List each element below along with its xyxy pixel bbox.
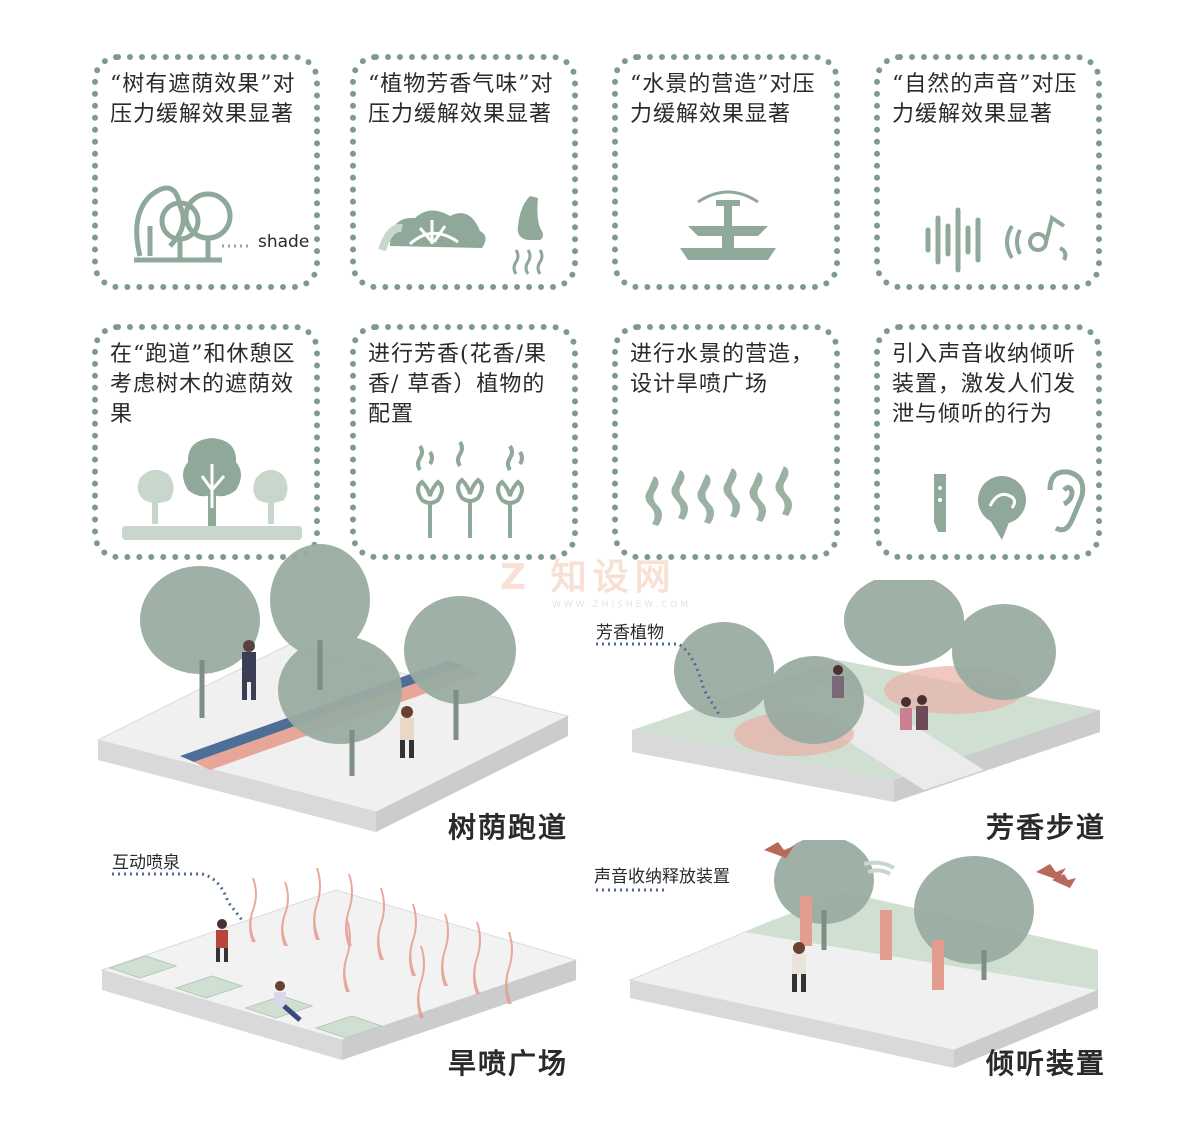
scene-title-fragrance-path: 芳香步道	[986, 811, 1107, 844]
card-tree-shade: “树有遮荫效果”对压力缓解效果显著 shade	[92, 54, 320, 290]
scene-dry-fountain	[100, 868, 578, 1060]
scene-shade-track	[96, 544, 570, 832]
callout-leader	[596, 642, 722, 717]
listener-figure	[792, 942, 806, 992]
bird-icon	[764, 842, 1076, 888]
watermark: Z 知设网 WWW.ZHISHEW.COM	[500, 548, 691, 610]
card-plant-fragrance: “植物芳香气味”对压力缓解效果显著	[350, 54, 578, 290]
fountain-jets	[249, 868, 513, 1018]
listening-device-icon	[934, 469, 1086, 540]
callout-interactive-fountain: 互动喷泉	[112, 853, 180, 873]
runner-figure	[400, 706, 414, 758]
plant-and-nose-icon	[378, 196, 544, 275]
callout-leader	[596, 888, 664, 892]
scene-title-listening: 倾听装置	[986, 1047, 1107, 1080]
watermark-url: WWW.ZHISHEW.COM	[552, 600, 692, 610]
trees-icon	[122, 438, 302, 540]
card-text: 进行芳香(花香/果香/ 草香）植物的配置	[368, 342, 547, 427]
scene-title-shade-track: 树荫跑道	[448, 811, 569, 844]
child-figure	[216, 919, 228, 962]
card-text: “植物芳香气味”对压力缓解效果显著	[368, 72, 554, 127]
walker-figure	[916, 695, 928, 730]
sound-device-panels	[800, 896, 944, 990]
scene-fragrance-path	[632, 580, 1100, 802]
scene-title-dry-fountain: 旱喷广场	[448, 1047, 569, 1080]
card-fragrant-plants: 进行芳香(花香/果香/ 草香）植物的配置	[350, 324, 578, 560]
callout-leader	[112, 872, 244, 921]
card-listening-device: 引入声音收纳倾听装置，激发人们发泄与倾听的行为	[874, 324, 1102, 560]
card-natural-sound: “自然的声音”对压力缓解效果显著	[874, 54, 1102, 290]
shade-label: shade	[258, 232, 310, 252]
runner-figure	[242, 640, 256, 700]
card-text: “自然的声音”对压力缓解效果显著	[892, 72, 1078, 127]
card-text: 进行水景的营造，设计旱喷广场	[630, 342, 815, 397]
card-water: “水景的营造”对压力缓解效果显著	[612, 54, 840, 290]
walker-figure	[832, 665, 844, 698]
walker-figure	[900, 697, 912, 730]
sound-wave-icon	[925, 207, 1068, 273]
tree-shade-icon	[134, 185, 250, 263]
scene-listening-device	[628, 840, 1100, 1068]
fountain-icon	[680, 190, 776, 260]
callout-fragrant-plants: 芳香植物	[596, 623, 664, 643]
watermark-logo-text: Z 知设网	[500, 557, 677, 598]
card-text: 在“跑道”和休憩区考虑树木的遮荫效果	[110, 342, 296, 427]
card-text: 引入声音收纳倾听装置，激发人们发泄与倾听的行为	[892, 342, 1077, 427]
sitting-figure	[274, 981, 302, 1022]
fragrant-flowers-icon	[416, 440, 524, 538]
card-text: “水景的营造”对压力缓解效果显著	[630, 72, 816, 127]
card-dry-fountain-design: 进行水景的营造，设计旱喷广场	[612, 324, 840, 560]
card-text: “树有遮荫效果”对压力缓解效果显著	[110, 72, 296, 127]
card-track-shade: 在“跑道”和休憩区考虑树木的遮荫效果	[92, 324, 320, 560]
water-jets-icon	[645, 466, 792, 526]
callout-sound-device: 声音收纳释放装置	[594, 867, 730, 887]
